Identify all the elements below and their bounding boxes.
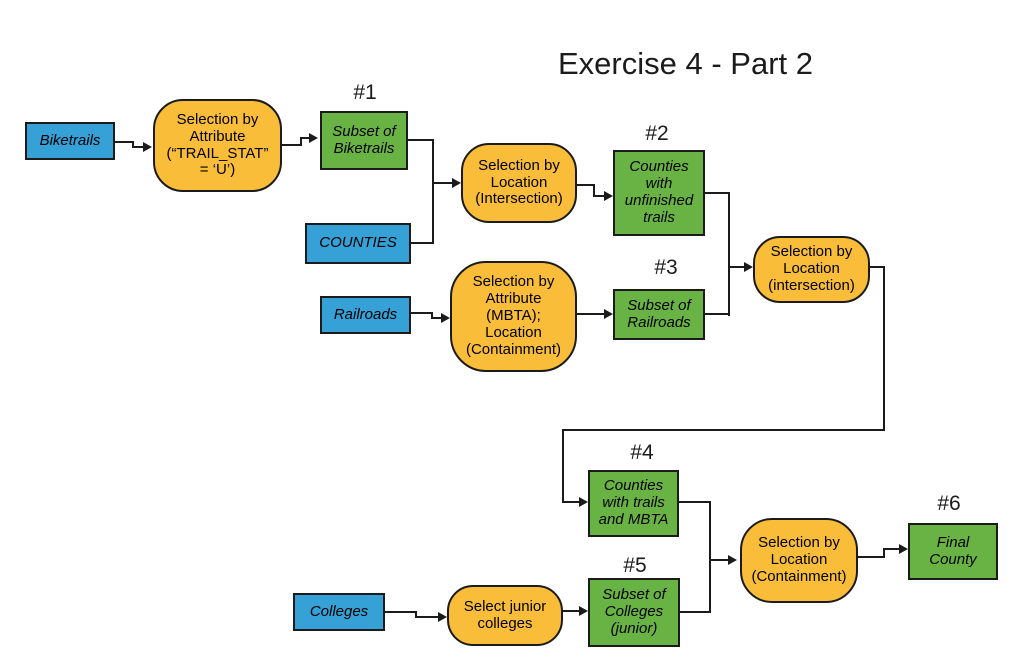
connector-segment (432, 182, 453, 184)
connector-segment (563, 610, 580, 612)
connector-segment (410, 242, 434, 244)
input-counties: COUNTIES (305, 223, 411, 264)
output-counties-with-unfinished-trails: Counties with unfinished trails (613, 150, 705, 236)
diagram-title: Exercise 4 - Part 2 (558, 46, 813, 81)
arrowhead-icon (899, 544, 908, 554)
input-railroads: Railroads (320, 296, 411, 334)
connector-segment (883, 549, 885, 558)
arrowhead-icon (143, 142, 152, 152)
connector-segment (577, 184, 595, 186)
step-label-4: #4 (630, 441, 654, 464)
connector-segment (709, 559, 729, 561)
connector-segment (562, 429, 885, 431)
connector-segment (431, 312, 433, 319)
connector-segment (679, 611, 711, 613)
step-label-6: #6 (937, 492, 961, 515)
connector-segment (593, 195, 605, 197)
connector-segment (562, 429, 564, 503)
connector-segment (679, 501, 711, 503)
arrowhead-icon (438, 612, 447, 622)
arrowhead-icon (309, 133, 318, 143)
process-selection-by-attribute-trailstat: Selection by Attribute (“TRAIL_STAT” = ‘… (153, 99, 282, 192)
connector-segment (407, 139, 434, 141)
process-select-junior-colleges: Select junior colleges (447, 585, 563, 646)
connector-segment (432, 139, 434, 244)
arrowhead-icon (441, 313, 450, 323)
connector-segment (384, 611, 417, 613)
arrowhead-icon (728, 555, 737, 565)
process-selection-by-location-intersection-1: Selection by Location (Intersection) (461, 143, 577, 223)
step-label-5: #5 (623, 554, 647, 577)
connector-segment (411, 312, 433, 314)
output-counties-with-trails-and-mbta: Counties with trails and MBTA (588, 470, 679, 537)
connector-segment (415, 611, 417, 618)
arrowhead-icon (579, 606, 588, 616)
connector-segment (705, 313, 730, 315)
output-subset-of-railroads: Subset of Railroads (613, 289, 705, 340)
connector-segment (300, 137, 310, 139)
connector-segment (593, 184, 595, 197)
connector-segment (415, 616, 439, 618)
connector-segment (132, 146, 144, 148)
arrowhead-icon (604, 309, 613, 319)
arrowhead-icon (604, 191, 613, 201)
connector-segment (431, 317, 442, 319)
arrowhead-icon (452, 178, 461, 188)
process-selection-by-location-intersection-2: Selection by Location (intersection) (753, 236, 870, 303)
connector-segment (705, 192, 730, 194)
arrowhead-icon (744, 262, 753, 272)
arrowhead-icon (579, 497, 588, 507)
connector-segment (728, 192, 730, 316)
connector-segment (883, 266, 885, 431)
output-final-county: Final County (908, 523, 998, 580)
step-label-3: #3 (654, 256, 678, 279)
step-label-1: #1 (353, 81, 377, 104)
connector-segment (883, 548, 900, 550)
connector-segment (132, 141, 134, 148)
connector-segment (577, 313, 605, 315)
connector-segment (562, 501, 580, 503)
connector-segment (300, 137, 302, 146)
connector-segment (282, 144, 302, 146)
process-selection-by-attribute-mbta: Selection by Attribute (MBTA); Location … (450, 261, 577, 372)
input-colleges: Colleges (293, 593, 385, 631)
connector-segment (728, 266, 745, 268)
connector-segment (115, 141, 133, 143)
connector-segment (709, 501, 711, 613)
process-selection-by-location-containment: Selection by Location (Containment) (740, 518, 858, 603)
output-subset-of-biketrails: Subset of Biketrails (320, 111, 408, 170)
step-label-2: #2 (645, 122, 669, 145)
input-biketrails: Biketrails (25, 122, 115, 160)
connector-segment (858, 556, 885, 558)
output-subset-of-colleges-junior: Subset of Colleges (junior) (588, 578, 680, 647)
connector-segment (870, 266, 885, 268)
